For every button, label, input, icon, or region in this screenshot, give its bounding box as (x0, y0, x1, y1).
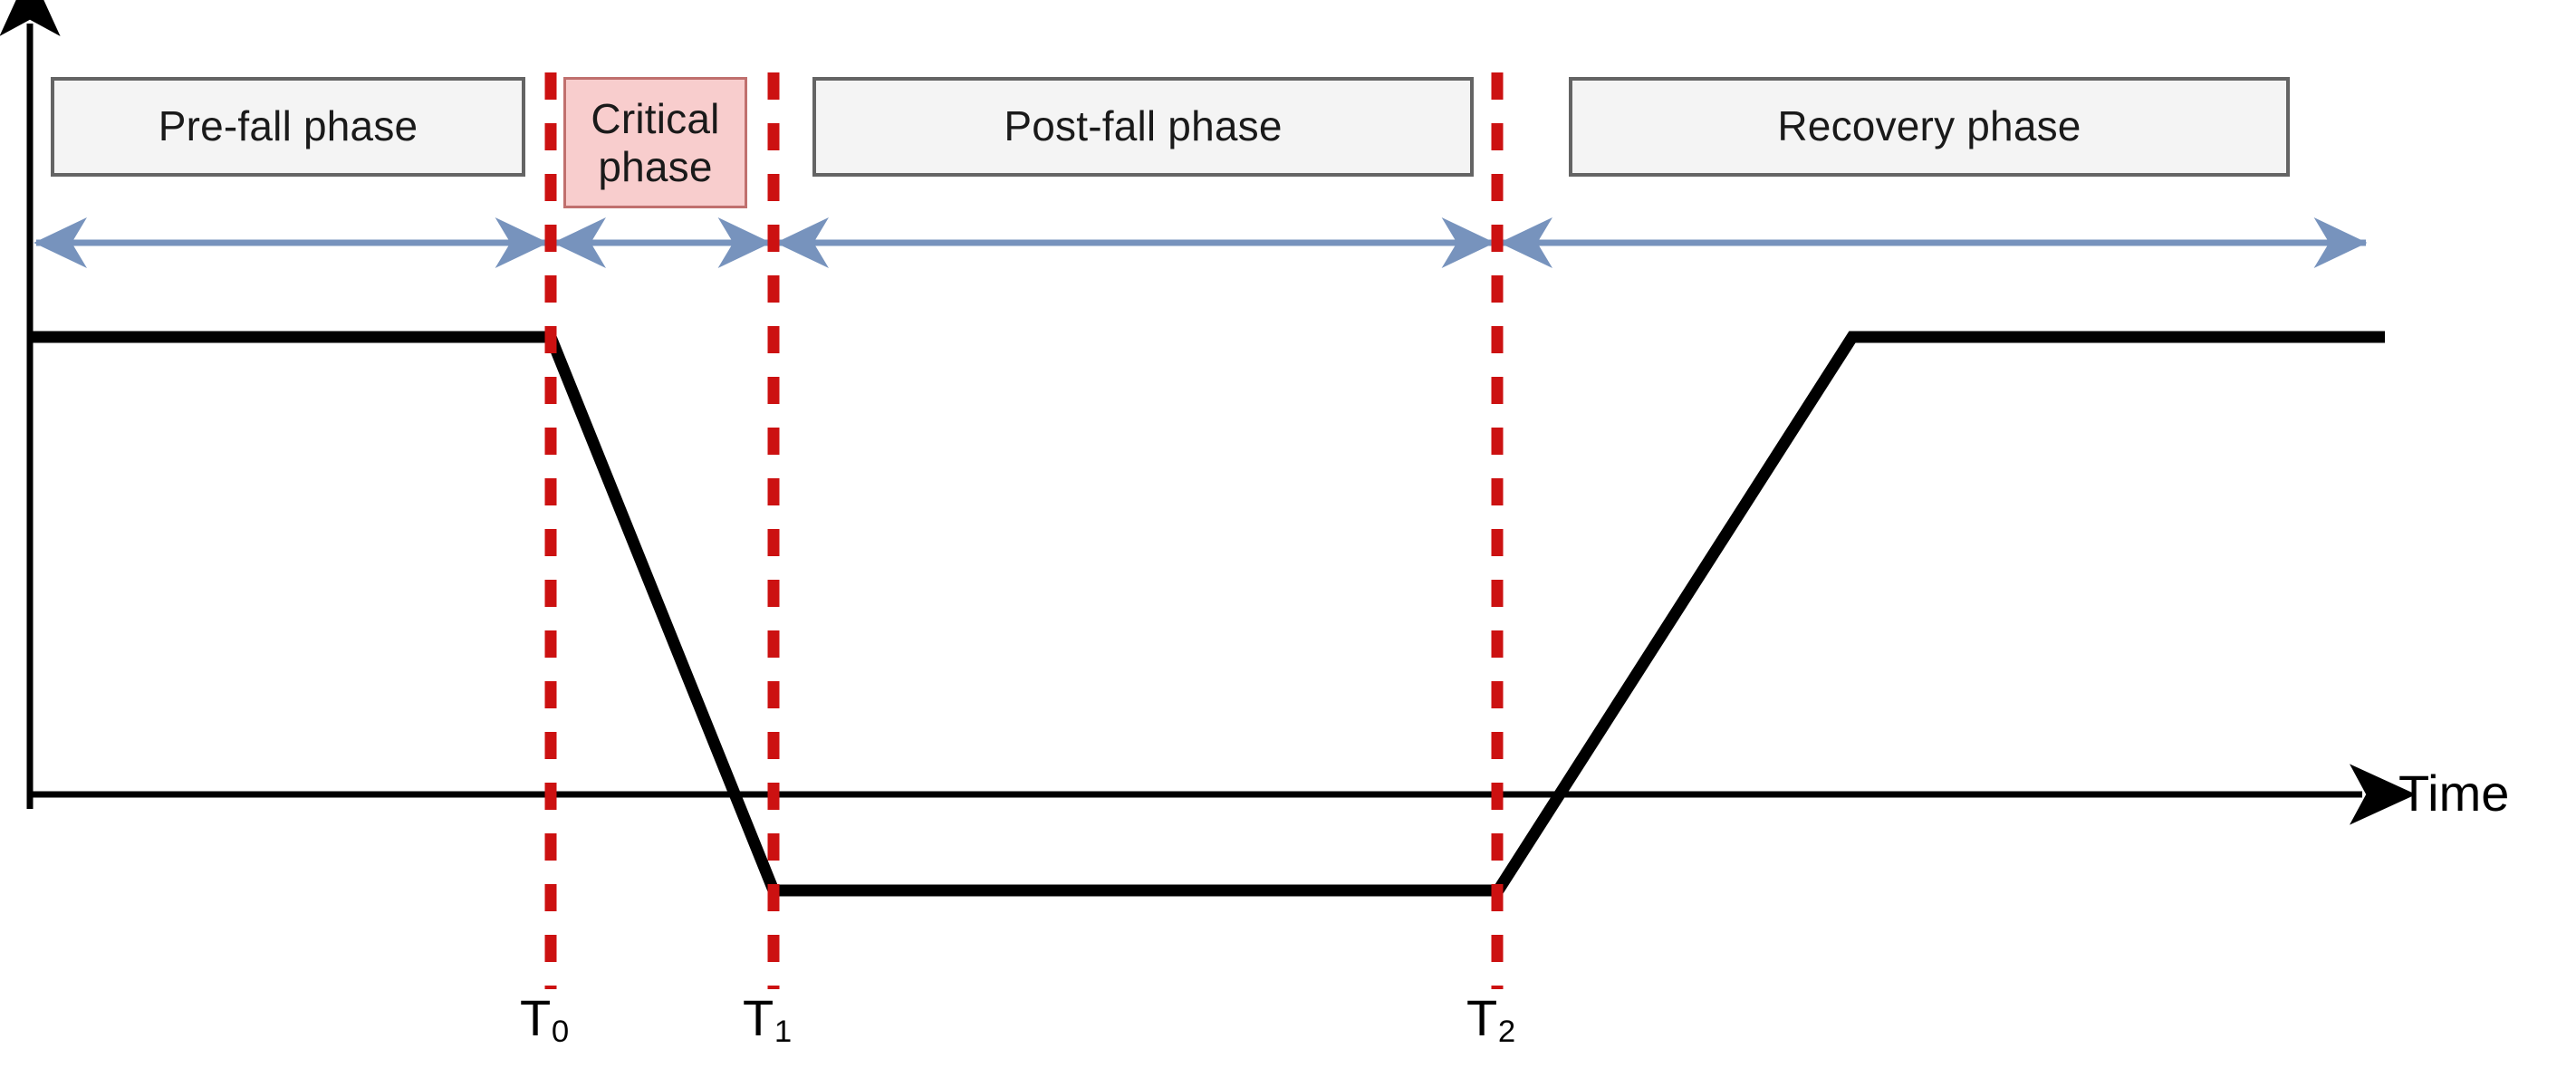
tick-label-T0-base: T (520, 989, 552, 1046)
phase-box-critical[interactable]: Critical phase (563, 77, 747, 208)
phase-box-recovery[interactable]: Recovery phase (1569, 77, 2290, 177)
tick-label-T2: T2 (1466, 993, 1515, 1048)
tick-label-T0-sub: 0 (551, 1014, 570, 1049)
tick-label-T2-base: T (1466, 989, 1498, 1046)
phase-label-post-fall: Post-fall phase (1004, 102, 1283, 150)
x-axis-label: Time (2398, 765, 2510, 822)
event-marker-lines (544, 72, 1504, 989)
tick-label-T2-sub: 2 (1497, 1014, 1516, 1049)
tick-label-T0: T0 (520, 993, 569, 1048)
phase-label-critical: Critical phase (591, 94, 720, 190)
phase-box-pre-fall[interactable]: Pre-fall phase (51, 77, 525, 177)
phase-label-recovery: Recovery phase (1777, 102, 2081, 150)
tick-label-T1-base: T (743, 989, 774, 1046)
tick-label-T1: T1 (743, 993, 792, 1048)
phase-box-post-fall[interactable]: Post-fall phase (812, 77, 1474, 177)
signal-trace (32, 331, 2385, 897)
tick-label-T1-sub: 1 (774, 1014, 793, 1049)
phase-label-pre-fall: Pre-fall phase (158, 102, 418, 150)
